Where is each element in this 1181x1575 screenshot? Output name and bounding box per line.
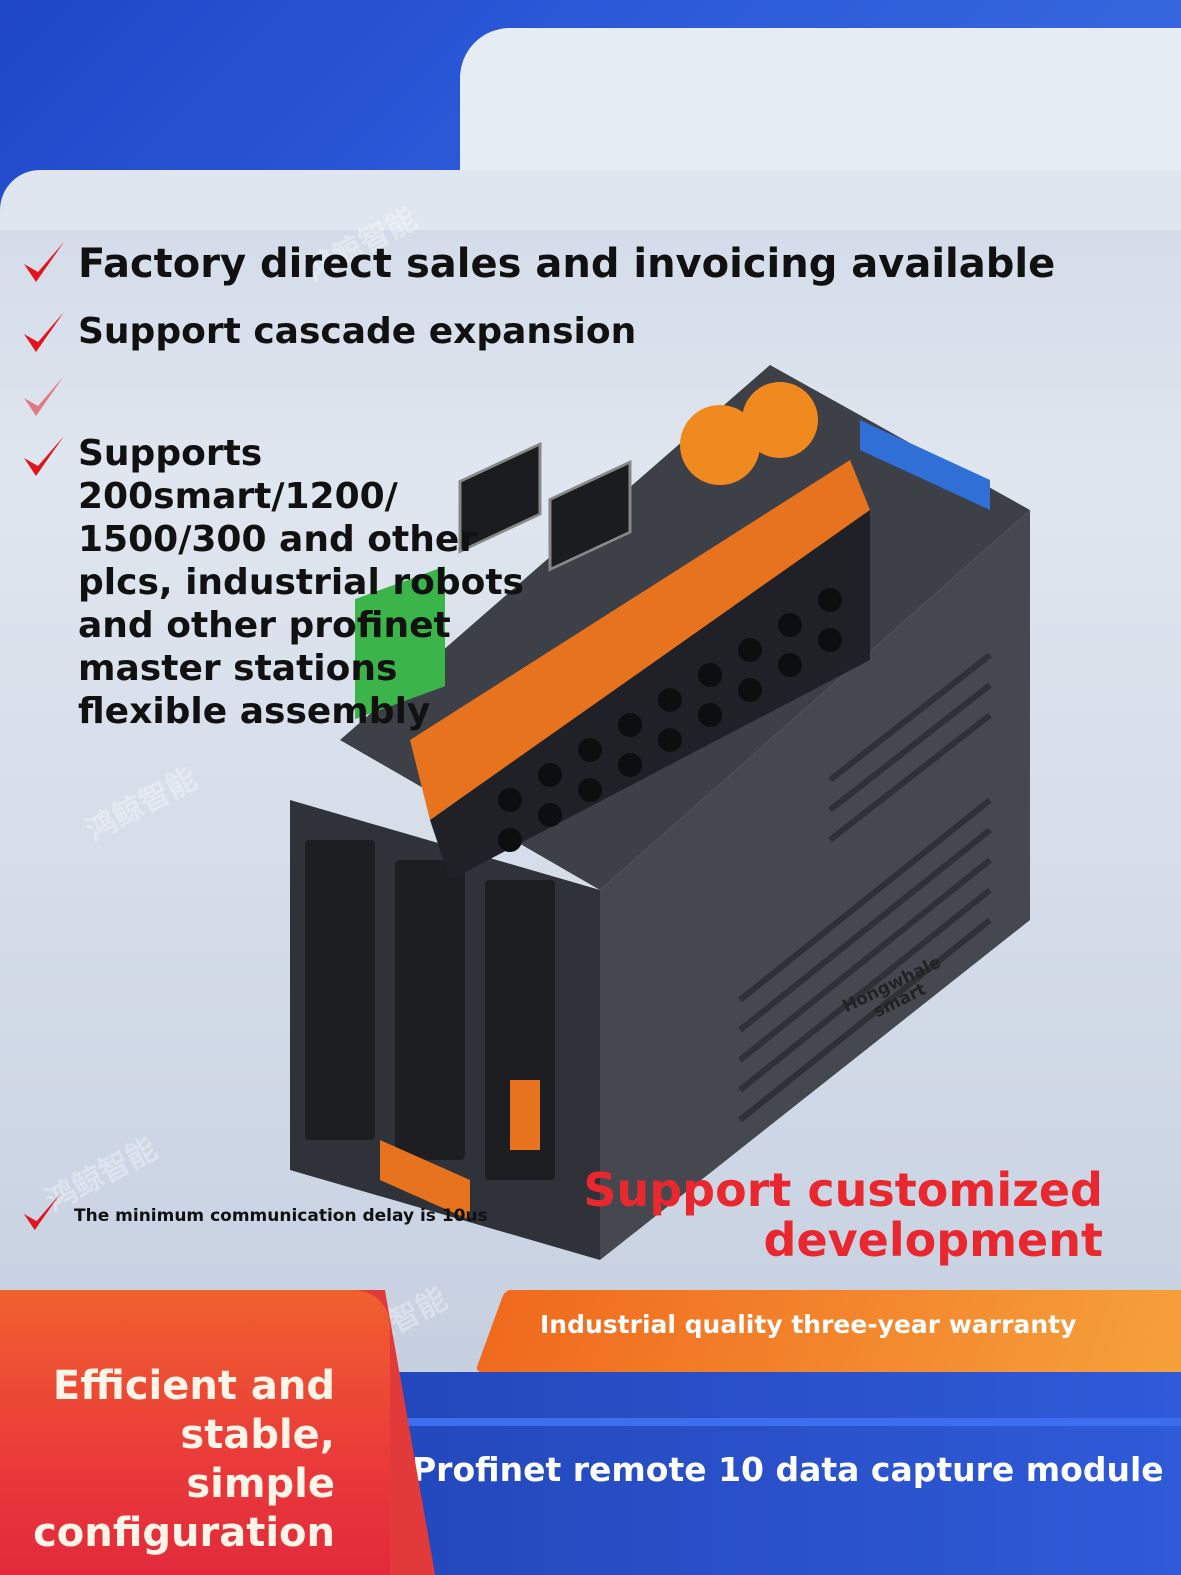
efficient-line: configuration bbox=[33, 1510, 335, 1556]
feature-item bbox=[22, 372, 78, 420]
check-icon bbox=[24, 376, 64, 416]
terminal-block bbox=[410, 460, 870, 820]
efficient-line: Efficient and bbox=[52, 1363, 335, 1409]
vent-slots bbox=[305, 840, 555, 1180]
feature-item: Support cascade expansion bbox=[22, 308, 636, 356]
din-latch bbox=[510, 1080, 540, 1150]
ethernet-port bbox=[548, 459, 632, 572]
feature-item: Factory direct sales and invoicing avail… bbox=[22, 238, 1055, 290]
custom-line: development bbox=[763, 1213, 1103, 1267]
red-panel bbox=[0, 1290, 390, 1575]
feature-label: The minimum communication delay is 10us bbox=[74, 1206, 488, 1226]
feature-item: The minimum communication delay is 10us bbox=[22, 1188, 488, 1244]
top-light-panel bbox=[0, 170, 1181, 230]
efficient-line: stable, simple bbox=[180, 1412, 335, 1507]
feature-item: Supports 200smart/1200/ 1500/300 and oth… bbox=[22, 432, 538, 733]
warranty-text: Industrial quality three-year warranty bbox=[540, 1310, 1077, 1339]
efficient-heading: Efficient and stable, simple configurati… bbox=[20, 1362, 335, 1558]
rotary-dial bbox=[742, 382, 818, 458]
rotary-dial bbox=[680, 405, 760, 485]
check-icon bbox=[24, 312, 64, 352]
product-name: Profinet remote 10 data capture module bbox=[412, 1450, 1164, 1489]
check-icon bbox=[24, 242, 64, 282]
module-side-face bbox=[600, 510, 1030, 1260]
feature-label: Factory direct sales and invoicing avail… bbox=[78, 241, 1056, 287]
bottom-accent-line bbox=[360, 1418, 1181, 1426]
watermark: 鸿鲸智能 bbox=[80, 761, 203, 849]
check-icon bbox=[24, 436, 64, 476]
io-module-illustration bbox=[290, 365, 1030, 1260]
check-icon bbox=[23, 1193, 61, 1231]
din-clip bbox=[380, 1140, 470, 1220]
custom-development-heading: Support customized development bbox=[543, 1165, 1103, 1265]
power-connector bbox=[355, 566, 445, 720]
ethernet-port bbox=[458, 441, 542, 554]
feature-label: Supports 200smart/1200/ 1500/300 and oth… bbox=[78, 433, 524, 732]
custom-line: Support customized bbox=[583, 1163, 1103, 1217]
feature-label: Support cascade expansion bbox=[78, 311, 637, 352]
